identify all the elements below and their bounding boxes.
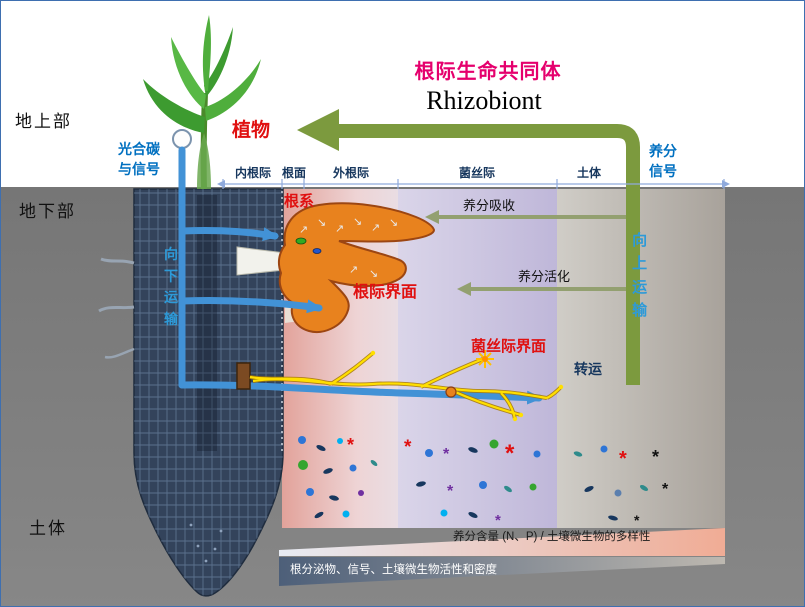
root-system-label: 根系: [284, 193, 315, 210]
hyphosphere-panel: [398, 189, 557, 528]
upward-transport-label: 向上运输: [632, 232, 648, 319]
rhizosphere-interface-label: 根际界面: [353, 284, 418, 301]
title-english: Rhizobiont: [426, 86, 542, 115]
downward-transport-label: 向下运输: [164, 246, 179, 328]
nutrient-mobilization-label: 养分活化: [518, 269, 571, 284]
above-ground-label: 地上部: [15, 112, 72, 131]
stem-node-circle: [172, 129, 192, 149]
nutrient-uptake-label: 养分吸收: [463, 198, 516, 213]
hyphosphere-interface-label: 菌丝际界面: [471, 338, 547, 355]
photosynthate-signal-label: 光合碳 与信号: [118, 141, 160, 178]
zone-bulk-soil: 土体: [576, 166, 602, 180]
plant-illustration: [143, 15, 261, 190]
zone-root-surface: 根面: [281, 166, 307, 180]
translocation-label: 转运: [574, 361, 602, 377]
plant-label: 植物: [232, 120, 271, 141]
nutrient-diversity-gradient-label: 养分含量 (N、P) / 土壤微生物的多样性: [453, 531, 651, 543]
title-chinese: 根际生命共同体: [414, 61, 562, 83]
zone-inner-rhizosphere: 内根际: [234, 166, 272, 180]
below-ground-label: 地下部: [19, 202, 76, 221]
zone-outer-rhizosphere: 外根际: [332, 166, 370, 180]
exudate-activity-gradient-label: 根分泌物、信号、土壤微生物活性和密度: [290, 564, 497, 576]
nutrient-signal-label: 养分 信号: [649, 143, 677, 180]
zone-hyphosphere: 菌丝际: [458, 166, 496, 180]
rhizosphere-panel: [282, 189, 398, 528]
bulk-soil-side-label: 土体: [29, 519, 67, 538]
